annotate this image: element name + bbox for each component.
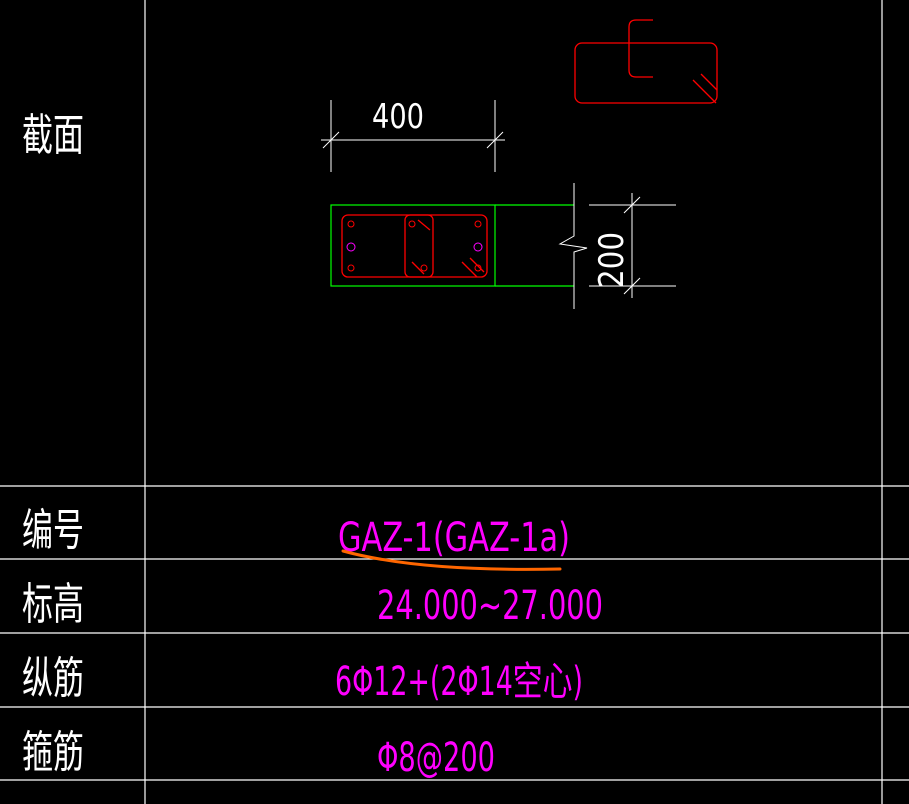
stirrup-detail-hoop [574, 42, 718, 104]
value-elevation[interactable]: 24.000~27.000 [377, 583, 603, 629]
column-outline [330, 204, 496, 287]
stirrup-detail-hook-1 [692, 79, 717, 104]
rebar-bar [347, 220, 355, 228]
hollow-bar [346, 242, 356, 252]
value-number[interactable]: GAZ-1(GAZ-1a) [338, 515, 570, 561]
row-label-stirrup: 箍筋 [22, 727, 84, 778]
hollow-bars [346, 242, 483, 252]
rebar-tie-hook-2 [417, 219, 431, 231]
row-labels: 截面 编号 标高 纵筋 箍筋 [22, 110, 84, 778]
break-line [558, 183, 588, 309]
dim-width-tick-left [322, 131, 340, 149]
row-label-section: 截面 [22, 110, 84, 161]
dimension-height [589, 193, 676, 298]
dim-height-tick-bottom [623, 277, 641, 295]
row-label-number: 编号 [22, 505, 84, 556]
rebar-bar [474, 264, 482, 272]
stirrup-detail [574, 19, 718, 104]
rebar-bar [474, 220, 482, 228]
dimension-width [321, 100, 505, 172]
row-label-longitudinal-rebar: 纵筋 [22, 653, 84, 704]
rebar-bar [347, 264, 355, 272]
rebar-cage [341, 214, 488, 278]
row-label-elevation: 标高 [22, 579, 84, 630]
value-stirrup[interactable]: Φ8@200 [377, 735, 495, 781]
dim-height-tick-top [623, 196, 641, 214]
rebar-tie-hook-1 [411, 261, 425, 275]
rebar-bar [420, 264, 428, 272]
row-values: GAZ-1(GAZ-1a) 24.000~27.000 6Φ12+(2Φ14空心… [335, 515, 603, 781]
dim-width-label: 400 [372, 97, 424, 137]
column-section [330, 204, 574, 287]
markup-underline [341, 549, 562, 571]
stirrup-detail-hook-2 [700, 73, 718, 91]
rebar-bar [408, 220, 416, 228]
hollow-bar [473, 242, 483, 252]
dim-width-tick-right [486, 131, 504, 149]
rebar-hoop-hook-1 [461, 261, 478, 278]
rebar-tie [404, 214, 434, 278]
stirrup-detail-tie [628, 19, 653, 78]
dim-height-label: 200 [592, 232, 632, 288]
rebar-bars [347, 220, 482, 272]
value-longitudinal-rebar[interactable]: 6Φ12+(2Φ14空心) [335, 659, 583, 705]
